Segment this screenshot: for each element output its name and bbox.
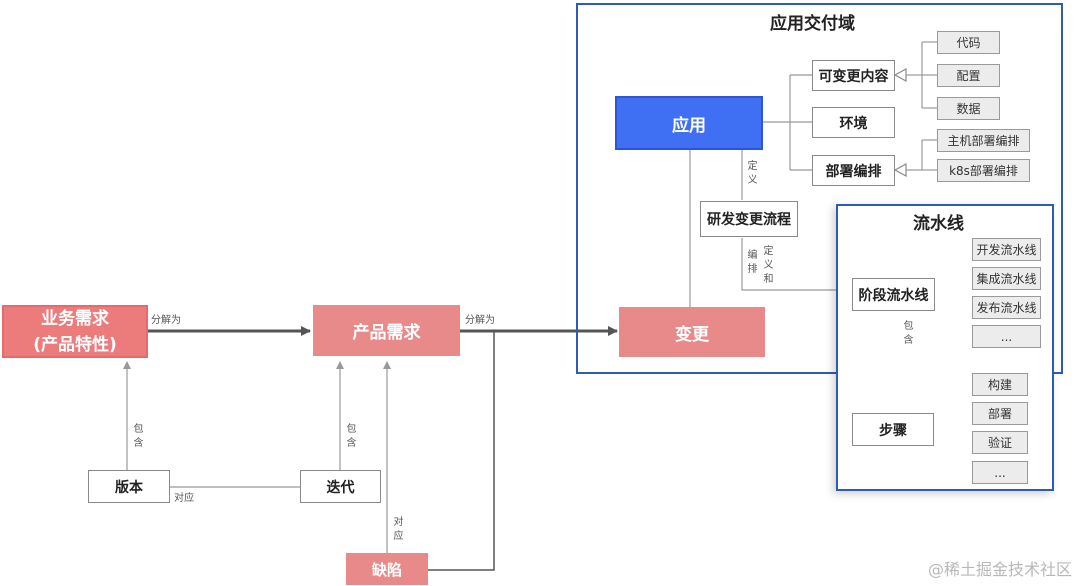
step-node: 步骤 (852, 413, 934, 446)
deploy-node: 部署 (972, 402, 1028, 425)
business-requirement-line2: (产品特性) (33, 334, 117, 355)
app-delivery-domain-title: 应用交付域 (770, 14, 855, 34)
edge-label-define: 定义 (747, 161, 758, 186)
product-requirement-node: 产品需求 (313, 305, 460, 356)
config-node: 配置 (937, 64, 1000, 87)
edge-defect-to-change (428, 331, 495, 571)
rd-change-flow-node: 研发变更流程 (700, 201, 798, 237)
edge-label-correspond-2: 对应 (393, 517, 404, 542)
business-requirement-node: 业务需求 (产品特性) (2, 305, 148, 358)
edge-label-orchestrate: 编排 (747, 250, 758, 275)
edge-label-contain-step: 包含 (903, 321, 914, 346)
edge-flow-to-stage (741, 238, 847, 294)
code-node: 代码 (937, 31, 1000, 54)
dev-pipeline-node: 开发流水线 (972, 238, 1041, 261)
mutable-content-node: 可变更内容 (812, 60, 895, 91)
edge-label-contain-version: 包含 (133, 424, 144, 449)
watermark: @稀土掘金技术社区 (927, 560, 1072, 579)
edge-label-decompose-1: 分解为 (151, 315, 181, 326)
app-delivery-domain-frame (576, 3, 1063, 374)
deploy-orchestration-node: 部署编排 (812, 155, 895, 186)
more-step-node: ... (972, 461, 1028, 484)
pipeline-title: 流水线 (913, 214, 964, 234)
edge-label-contain-iteration: 包含 (346, 424, 357, 449)
integration-pipeline-node: 集成流水线 (972, 267, 1041, 290)
change-node: 变更 (619, 307, 765, 357)
build-node: 构建 (972, 373, 1028, 396)
edge-label-decompose-2: 分解为 (465, 315, 495, 326)
verify-node: 验证 (972, 431, 1028, 454)
business-requirement-line1: 业务需求 (41, 308, 109, 329)
k8s-deploy-node: k8s部署编排 (937, 159, 1030, 182)
version-node: 版本 (88, 470, 170, 503)
environment-node: 环境 (812, 107, 895, 138)
iteration-node: 迭代 (300, 470, 381, 503)
stage-pipeline-node: 阶段流水线 (852, 278, 935, 311)
edge-label-define-and: 定义和 (763, 246, 774, 285)
release-pipeline-node: 发布流水线 (972, 296, 1041, 319)
more-pipeline-node: ... (972, 325, 1041, 348)
edge-label-correspond-1: 对应 (174, 493, 194, 504)
app-node: 应用 (615, 96, 763, 150)
data-node: 数据 (937, 97, 1000, 120)
host-deploy-node: 主机部署编排 (937, 129, 1030, 152)
defect-node: 缺陷 (346, 553, 428, 585)
